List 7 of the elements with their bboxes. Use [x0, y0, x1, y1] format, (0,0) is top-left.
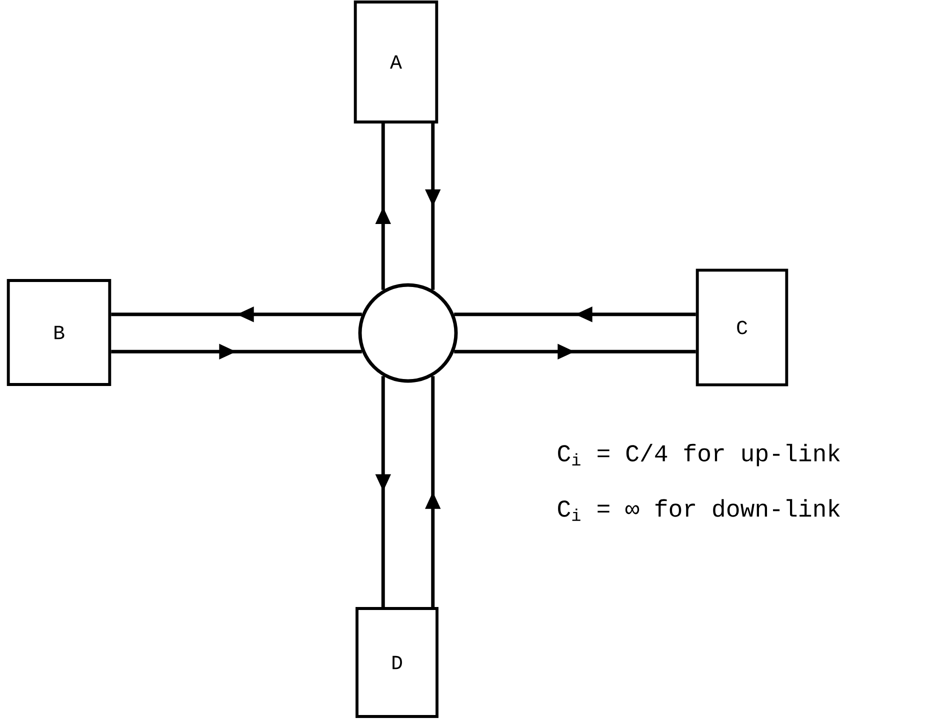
station-box: C: [696, 268, 788, 386]
formula-note: C$_{i}$ = ∞ for down-link: [558, 499, 840, 521]
hub-circle: [358, 283, 458, 383]
station-box: D: [356, 607, 438, 718]
station-box: A: [354, 0, 438, 124]
station-box: B: [6, 279, 112, 386]
formula-note: C$_{i}$ = C/4 for up-link: [558, 444, 840, 466]
